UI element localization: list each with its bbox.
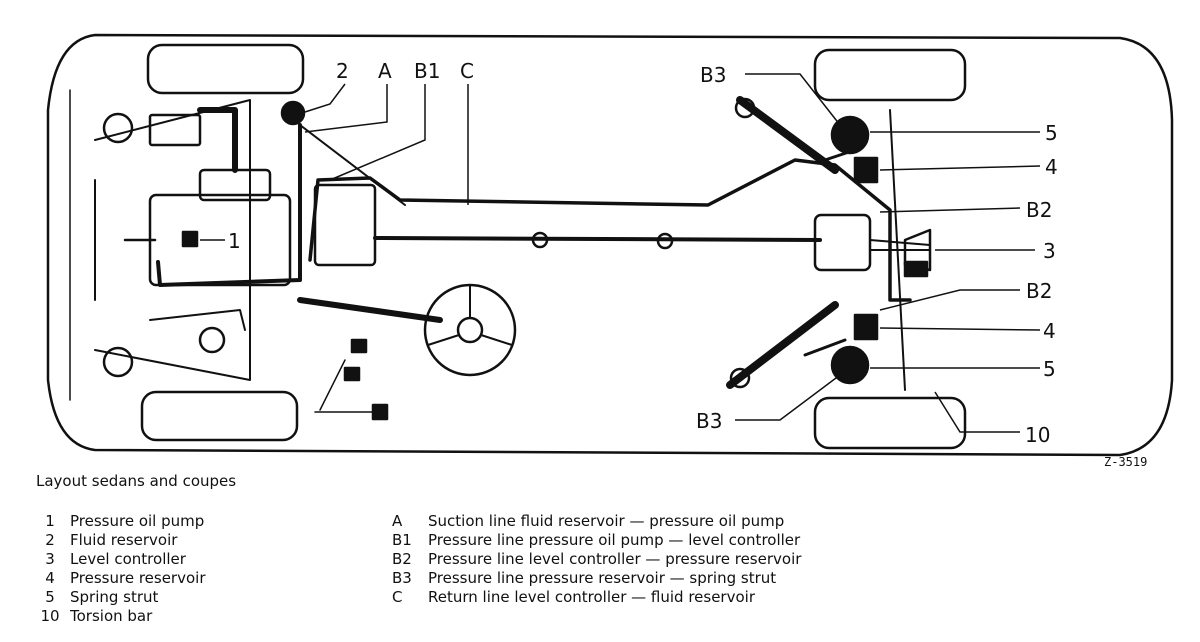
pressure-reservoir-top [853,156,879,184]
wheel-rear-right [813,396,967,450]
callout-B2-bottom: B2 [1026,279,1052,303]
legend-key: 10 [40,607,60,625]
spring-strut-bottom [830,345,870,385]
legend-key: B3 [392,569,412,587]
callout-C: C [460,59,474,83]
legend-label: Pressure line pressure oil pump — level … [428,531,801,549]
line-B1 [308,158,912,302]
wheel-front-right [140,390,299,442]
level-controller [903,228,932,272]
line-A [156,123,302,287]
legend-label: Pressure reservoir [70,569,206,587]
legend-key: A [392,512,403,530]
callout-4-top: 4 [1045,155,1058,179]
pedal-clutch [350,338,368,354]
legend-item: B2 Pressure line level controller — press… [392,550,801,569]
legend-label: Fluid reservoir [70,531,178,549]
callout-4-bottom: 4 [1043,319,1056,343]
legend-label: Return line level controller — fluid res… [428,588,755,606]
legend-components: 1 Pressure oil pump 2 Fluid reservoir 3 Lev… [30,512,205,626]
legend-item: A Suction line fluid reservoir — pressure… [392,512,801,531]
line-B3-bottom [803,338,847,357]
legend-label: Pressure line pressure reservoir — sprin… [428,569,777,587]
gearbox [313,183,377,267]
car-body-outline [46,33,1174,457]
legend-label: Spring strut [70,588,159,606]
rear-differential [813,213,872,272]
figure-id: Z-3519 [1104,455,1148,469]
legend-item: B3 Pressure line pressure reservoir — spr… [392,569,801,588]
legend-item: 4 Pressure reservoir [30,569,205,588]
legend-label: Level controller [70,550,186,568]
callout-A: A [378,59,392,83]
fluid-reservoir [280,100,306,126]
legend-key: 2 [45,531,55,549]
legend-key: B2 [392,550,412,568]
line-B3-top [823,148,857,162]
callout-3: 3 [1043,239,1056,263]
wheel-rear-left [813,48,967,102]
pressure-oil-pump [181,230,199,248]
callout-B1: B1 [414,59,440,83]
legend-label: Pressure line level controller — pressur… [428,550,802,568]
legend-label: Suction line fluid reservoir — pressure … [428,512,785,530]
line-C [299,124,406,206]
callout-10: 10 [1025,423,1050,447]
legend-item: 1 Pressure oil pump [30,512,205,531]
callout-5-bottom: 5 [1043,357,1056,381]
wheel-front-left [146,43,305,95]
figure-caption: Layout sedans and coupes [36,472,237,490]
legend-item: 5 Spring strut [30,588,205,607]
callout-B3-bottom: B3 [696,409,722,433]
vehicle-layout-diagram: 2 A B1 C B3 5 4 B2 3 B2 4 5 B3 10 1 [46,33,1174,457]
torsion-bar [889,109,906,391]
callout-5-top: 5 [1045,121,1058,145]
legend-key: 4 [45,569,55,587]
legend-key: 3 [45,550,55,568]
legend-key: 1 [45,512,55,530]
pressure-reservoir-bottom [853,313,879,341]
propeller-shaft [373,236,822,242]
legend-key: B1 [392,531,412,549]
legend-label: Torsion bar [70,607,153,625]
legend-item: C Return line level controller — fluid re… [392,588,801,607]
legend-lines: A Suction line fluid reservoir — pressure… [392,512,801,607]
callout-2: 2 [336,59,349,83]
legend-key: C [392,588,403,606]
pedal-brake [343,366,361,382]
legend-item: 2 Fluid reservoir [30,531,205,550]
legend-label: Pressure oil pump [70,512,205,530]
legend-item: B1 Pressure line pressure oil pump — leve… [392,531,801,550]
callout-1: 1 [228,229,241,253]
callout-B2-top: B2 [1026,198,1052,222]
legend-item: 10 Torsion bar [30,607,205,626]
legend-item: 3 Level controller [30,550,205,569]
pedal-accelerator [371,403,389,421]
legend-key: 5 [45,588,55,606]
callout-B3-top: B3 [700,63,726,87]
